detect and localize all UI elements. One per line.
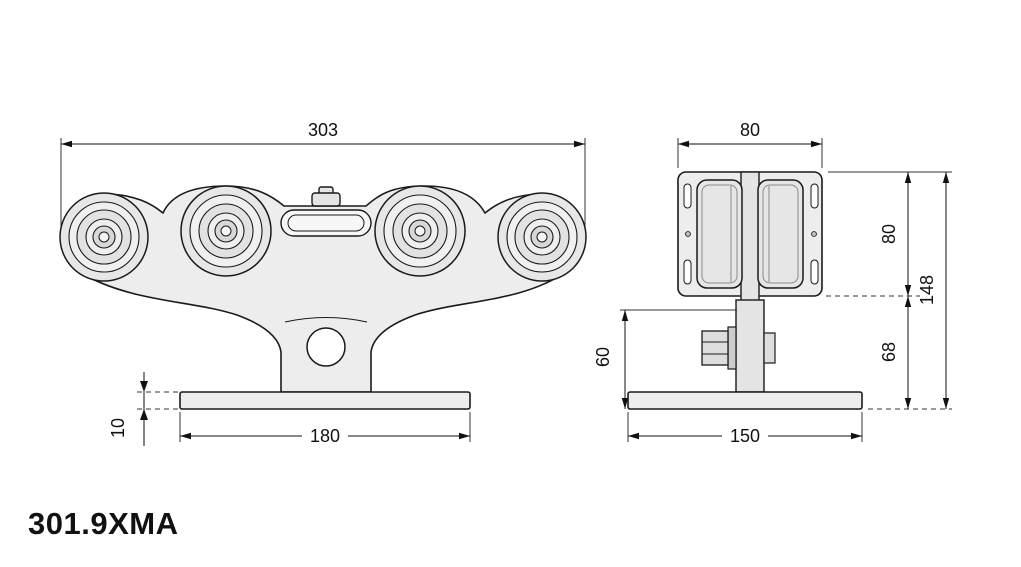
bracket-slot	[810, 259, 819, 285]
dim-side-roller-height: 80	[879, 172, 912, 296]
washer-right	[763, 332, 776, 364]
dim-label-side-bracket-height: 60	[593, 347, 613, 367]
label-mask	[722, 425, 768, 446]
wheel-front-right-outer	[497, 192, 587, 282]
arrowhead	[140, 409, 148, 420]
roller-side-left	[696, 179, 743, 289]
dim-label-side-base-width: 150	[730, 426, 760, 446]
side-view: 80	[593, 120, 952, 446]
wheel-front-left-outer	[59, 192, 149, 282]
washer	[727, 326, 737, 370]
dim-side-overall-height: 148	[917, 172, 950, 409]
adjustment-nut	[701, 330, 729, 366]
dim-label-side-roller-height: 80	[879, 224, 899, 244]
adjustment-slot	[280, 209, 372, 237]
dim-side-bracket-height: 60	[593, 309, 737, 409]
arrowhead	[140, 381, 148, 392]
product-code: 301.9XMA	[28, 506, 178, 541]
top-bolt-head	[311, 192, 341, 207]
bracket-contour-line	[284, 316, 368, 323]
dim-label-side-top-width: 80	[740, 120, 760, 140]
dim-label-front-width: 303	[308, 120, 338, 140]
dim-front-base-thickness: 10	[108, 372, 178, 446]
bracket-slot	[683, 183, 692, 209]
dim-label-side-overall-height: 148	[917, 275, 937, 305]
bracket-hole	[685, 231, 691, 237]
dim-side-top-width: 80	[677, 120, 823, 168]
dim-label-front-base-thickness: 10	[108, 418, 128, 438]
dim-label-side-lower-height: 68	[879, 342, 899, 362]
bracket-slot	[810, 183, 819, 209]
hanger-bar	[735, 299, 765, 393]
dim-front-base-width: 180	[179, 412, 471, 446]
wheel-front-right-inner	[374, 185, 466, 277]
dim-side-base-width: 150	[627, 412, 863, 446]
roller-side-right	[757, 179, 804, 289]
front-view: 303	[59, 120, 587, 446]
label-mask	[302, 425, 348, 446]
dim-label-front-base-width: 180	[310, 426, 340, 446]
pivot-hole	[306, 327, 346, 367]
bracket-slot	[683, 259, 692, 285]
bracket-hole	[811, 231, 817, 237]
base-plate-front	[179, 391, 471, 410]
dim-front-overall-width: 303	[60, 120, 586, 232]
base-plate-side	[627, 391, 863, 410]
wheel-front-left-inner	[180, 185, 272, 277]
dim-side-lower-height: 68	[879, 296, 912, 409]
adjustment-slot-inner	[287, 214, 365, 232]
